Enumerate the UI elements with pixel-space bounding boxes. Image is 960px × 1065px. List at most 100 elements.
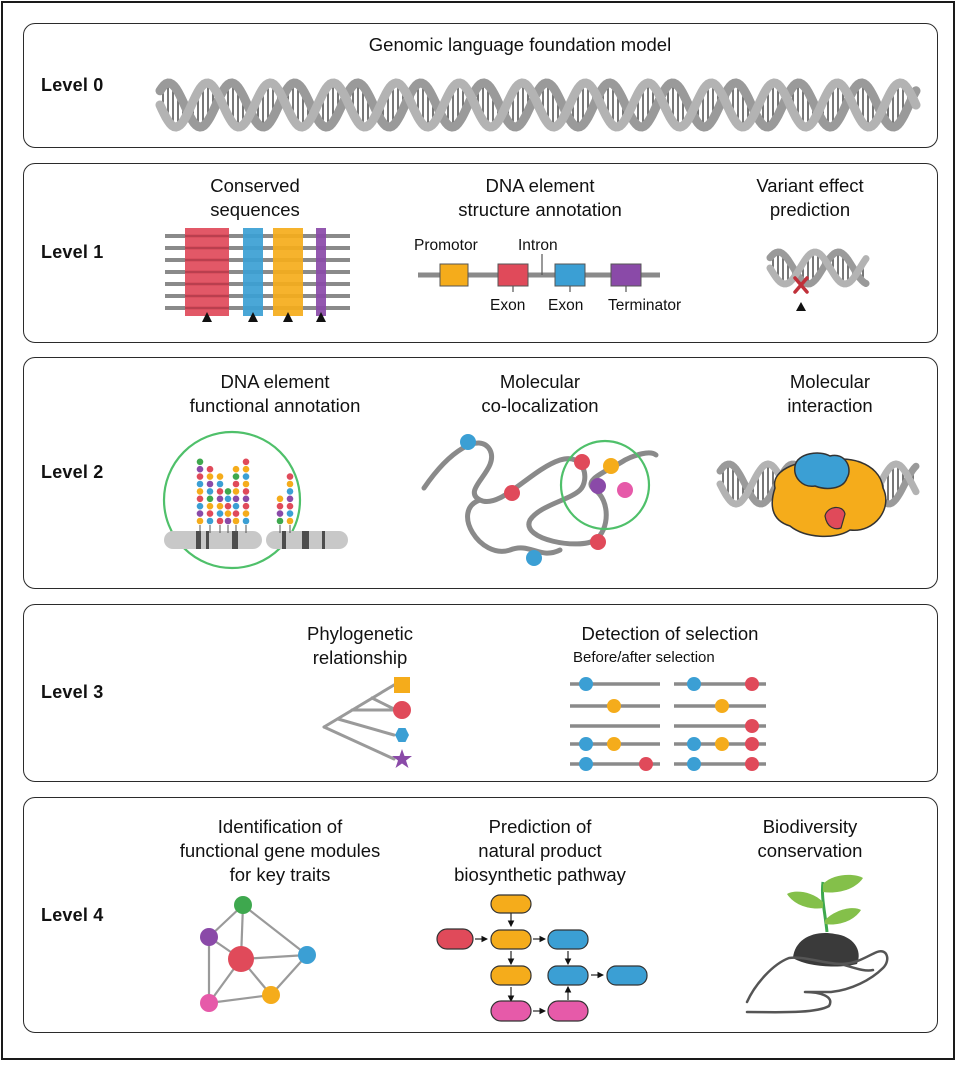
annotation-dot	[196, 458, 204, 466]
annotation-dot	[216, 480, 224, 488]
allele-dot-after	[745, 757, 759, 771]
annotation-dot	[224, 495, 232, 503]
annotation-dot	[242, 480, 250, 488]
allele-dot-before	[579, 677, 593, 691]
molecule-orange	[603, 458, 619, 474]
functional-annotation-diagram	[162, 430, 348, 570]
annotation-dot	[206, 517, 214, 525]
annotation-dot	[216, 488, 224, 495]
annotation-dot	[196, 495, 204, 503]
intron-label: Intron	[518, 237, 558, 254]
allele-dot-before	[579, 737, 593, 751]
taxon-star	[392, 749, 412, 768]
allele-dot-after	[687, 677, 701, 691]
pathway-node-red	[436, 928, 474, 950]
annotation-dot	[224, 510, 232, 517]
molecule-red	[590, 534, 606, 550]
gene-node-blue	[298, 946, 316, 964]
exon-label-1: Exon	[490, 297, 526, 314]
gene-node-pink	[200, 994, 218, 1012]
allele-dot-before	[607, 699, 621, 713]
annotation-dot	[276, 517, 284, 525]
promotor-label: Promotor	[414, 237, 478, 254]
functional-annotation-title: DNA element functional annotation	[189, 371, 361, 416]
structure-annotation-title: DNA element structure annotation	[458, 175, 622, 220]
gene-node-purple	[200, 928, 218, 946]
annotation-dot	[286, 495, 294, 503]
taxon-square	[394, 677, 410, 693]
annotation-dot	[216, 502, 224, 510]
molecule-purple	[590, 478, 606, 494]
pathway-node-pink	[547, 1000, 589, 1022]
pathway-node-blue	[606, 965, 648, 986]
annotation-dot	[232, 517, 240, 525]
annotation-dot	[196, 473, 204, 480]
level-3-label: Level 3	[41, 682, 104, 702]
gene-network-icon	[200, 896, 316, 1012]
conserved-block-purple	[316, 228, 326, 316]
gene-modules-title: Identification of functional gene module…	[179, 816, 381, 885]
gene-node-green	[234, 896, 252, 914]
molecule-blue	[460, 434, 476, 450]
annotation-dot	[196, 488, 204, 495]
dna-helix-icon	[155, 78, 921, 132]
selection-title: Detection of selection	[581, 623, 759, 644]
molecule-pink	[617, 482, 633, 498]
conserved-sequences-title: Conserved sequences	[210, 175, 300, 220]
allele-dot-before	[579, 757, 593, 771]
annotation-dot	[216, 495, 224, 503]
molecule-blue	[526, 550, 542, 566]
pathway-node-orange	[490, 894, 532, 914]
annotation-dot	[286, 517, 294, 525]
annotation-dot	[206, 480, 214, 488]
conserved-sequences-alignment	[165, 228, 350, 322]
pathway-node-orange	[490, 965, 532, 986]
allele-dot-before	[607, 737, 621, 751]
exon-box-2	[554, 263, 586, 287]
annotation-dot	[242, 473, 250, 480]
annotation-dot	[232, 488, 240, 495]
conserved-block-orange	[273, 228, 303, 316]
annotation-dot	[286, 480, 294, 488]
allele-dot-after	[687, 757, 701, 771]
annotation-dot	[216, 510, 224, 517]
molecule-red	[504, 485, 520, 501]
annotation-dot	[196, 502, 204, 510]
annotation-dot	[286, 510, 294, 517]
annotation-dot	[242, 488, 250, 495]
variant-dna-icon	[766, 248, 870, 288]
annotation-dot	[224, 502, 232, 510]
level-1-label: Level 1	[41, 242, 104, 262]
biosynthetic-pathway-diagram	[436, 894, 648, 1022]
exon-label-2: Exon	[548, 297, 584, 314]
level-0-title: Genomic language foundation model	[368, 34, 672, 55]
taxon-hexagon	[395, 728, 409, 742]
pathway-node-pink	[490, 1000, 532, 1022]
protein-complex-icon	[771, 452, 887, 538]
gene-node-orange	[262, 986, 280, 1004]
annotation-dot	[242, 495, 250, 503]
annotation-dot	[276, 495, 284, 503]
annotation-dot	[206, 473, 214, 480]
gene-structure-diagram	[418, 254, 660, 292]
arrow-up-icon	[202, 312, 326, 322]
annotation-dot	[242, 465, 250, 473]
level-2-label: Level 2	[41, 462, 104, 482]
annotation-dot	[206, 502, 214, 510]
level-3-panel	[23, 604, 938, 782]
annotation-dot	[196, 465, 204, 473]
co-localization-diagram	[421, 434, 659, 566]
co-localization-title: Molecular co-localization	[481, 371, 599, 416]
annotation-dot	[206, 495, 214, 503]
chromosome-icon	[164, 531, 348, 549]
level-0-label: Level 0	[41, 75, 104, 95]
annotation-dot	[232, 495, 240, 503]
taxon-circle	[393, 701, 411, 719]
annotation-dot	[242, 510, 250, 517]
allele-dot-after	[715, 699, 729, 713]
annotation-dot	[242, 502, 250, 510]
annotation-dot	[242, 458, 250, 466]
terminator-label: Terminator	[608, 297, 682, 314]
annotation-dot	[206, 465, 214, 473]
